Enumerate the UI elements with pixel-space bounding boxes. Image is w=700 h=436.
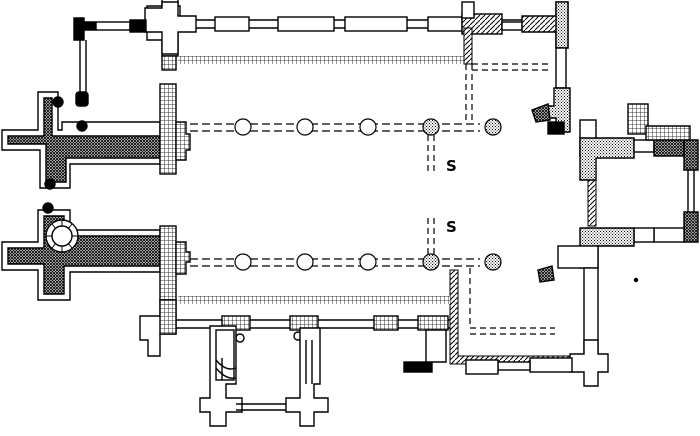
north-arcade <box>190 118 502 172</box>
west-front-south-cross <box>1 202 161 301</box>
north-wall <box>180 1 560 35</box>
north-aisle-hatch <box>178 56 470 64</box>
label-s-north: S <box>446 157 457 175</box>
northeast-walls <box>501 1 571 135</box>
south-arcade <box>190 218 502 271</box>
west-front-north-cross <box>1 91 161 190</box>
chancel-outline <box>465 63 555 335</box>
south-aisle-hatch <box>178 296 450 304</box>
northwest-corner-walls <box>73 17 147 107</box>
northwest-tower <box>144 0 197 71</box>
east-walls <box>403 103 699 387</box>
label-s-south: S <box>446 218 457 236</box>
west-piers <box>159 83 191 301</box>
south-porch <box>199 325 329 427</box>
south-wall <box>139 299 450 363</box>
s-labels: S S <box>446 157 457 236</box>
